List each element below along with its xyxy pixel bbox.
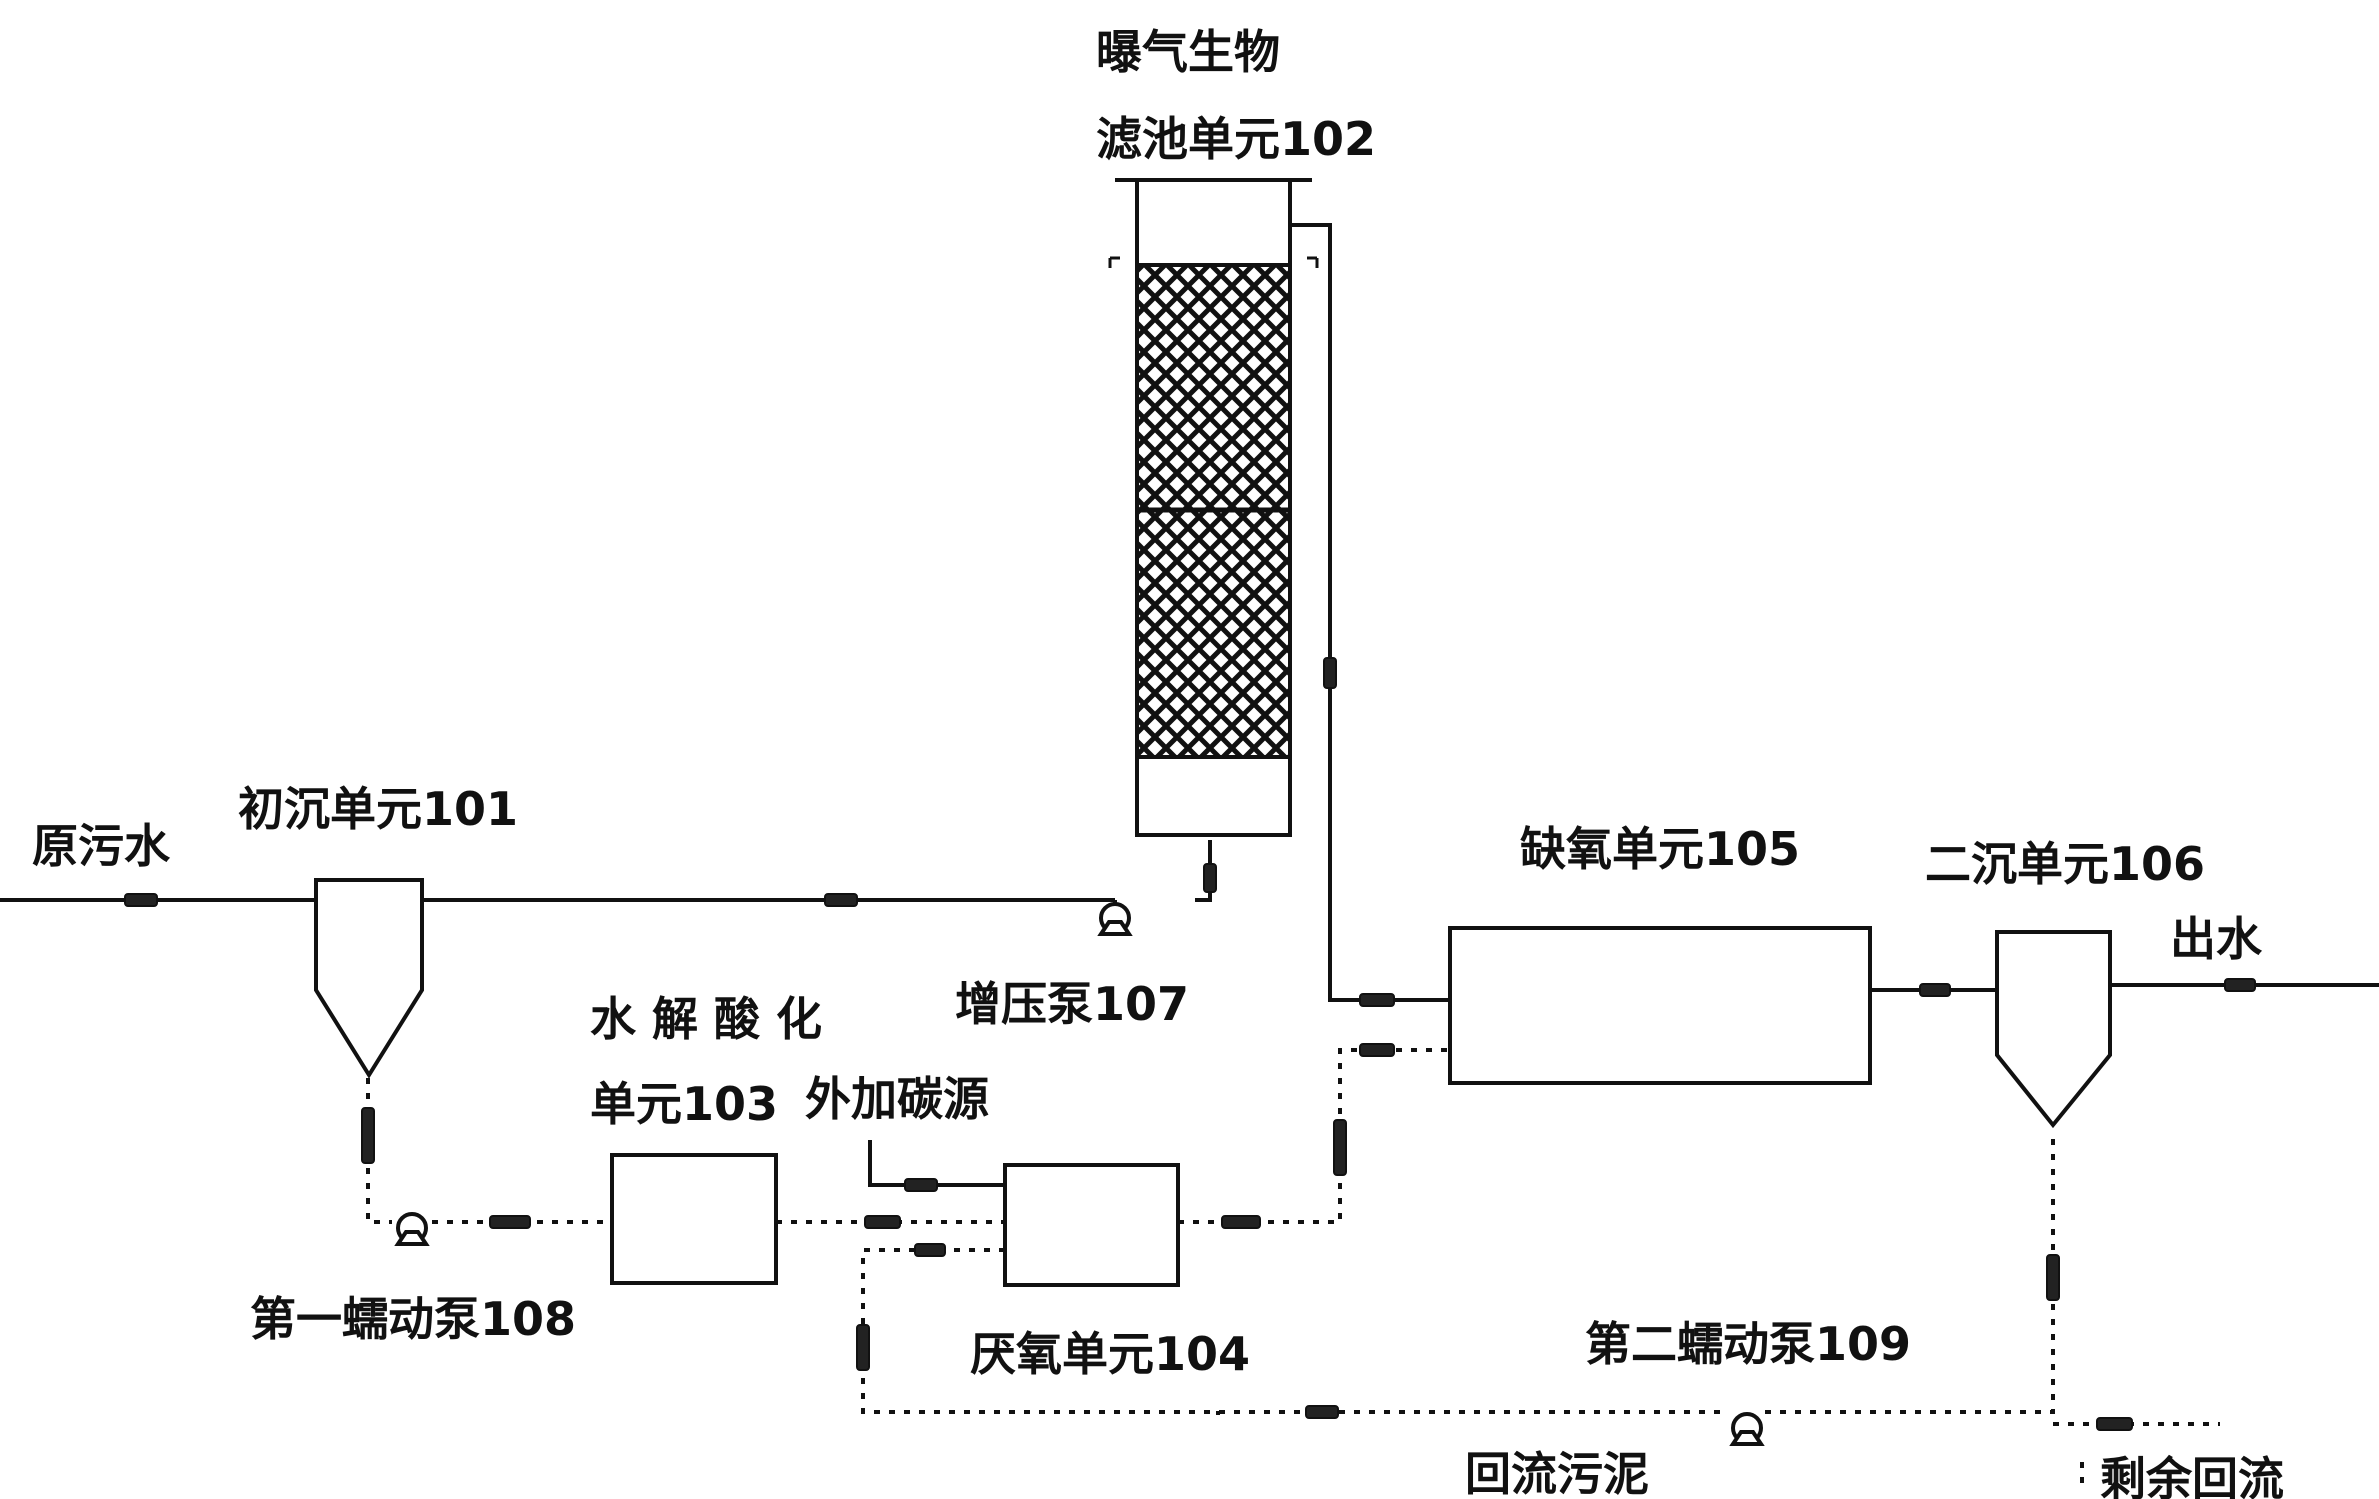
baf-label-line1: 曝气生物 bbox=[1096, 25, 1280, 79]
baf-label-line2: 滤池单元102 bbox=[1096, 112, 1376, 166]
anoxic-label: 缺氧单元105 bbox=[1520, 822, 1800, 876]
hydrolysis-acidification-box bbox=[610, 1153, 778, 1285]
peristaltic-pump-1-label: 第一蠕动泵108 bbox=[250, 1292, 576, 1346]
hydrolysis-label-line1: 水 解 酸 化 bbox=[590, 992, 822, 1046]
return-sludge-label: 回流污泥 bbox=[1465, 1447, 1649, 1499]
aerated-biofilter-column bbox=[1108, 178, 1330, 837]
external-carbon-label: 外加碳源 bbox=[805, 1072, 989, 1126]
excess-return-label: 剩余回流 bbox=[2100, 1452, 2284, 1499]
anoxic-box bbox=[1448, 926, 1872, 1085]
primary-settling-tank bbox=[314, 878, 424, 1079]
peristaltic-pump-2-icon bbox=[1729, 1412, 1765, 1446]
effluent-label: 出水 bbox=[2170, 912, 2263, 966]
primary-settling-label: 初沉单元101 bbox=[238, 782, 518, 836]
raw-sewage-label: 原污水 bbox=[32, 819, 171, 873]
booster-pump-icon bbox=[1097, 900, 1133, 936]
secondary-settling-label: 二沉单元106 bbox=[1925, 837, 2205, 891]
secondary-settling-tank bbox=[1995, 930, 2112, 1129]
anaerobic-label: 厌氧单元104 bbox=[970, 1327, 1250, 1381]
anaerobic-box bbox=[1003, 1163, 1180, 1287]
labels: 原污水 初沉单元101 曝气生物 滤池单元102 水 解 酸 化 单元103 厌… bbox=[32, 25, 2284, 1499]
peristaltic-pump-1-icon bbox=[394, 1212, 430, 1246]
hydrolysis-label-line2: 单元103 bbox=[590, 1077, 778, 1131]
booster-pump-label: 增压泵107 bbox=[955, 977, 1189, 1031]
peristaltic-pump-2-label: 第二蠕动泵109 bbox=[1585, 1317, 1911, 1371]
valve-markers bbox=[124, 657, 2256, 1431]
